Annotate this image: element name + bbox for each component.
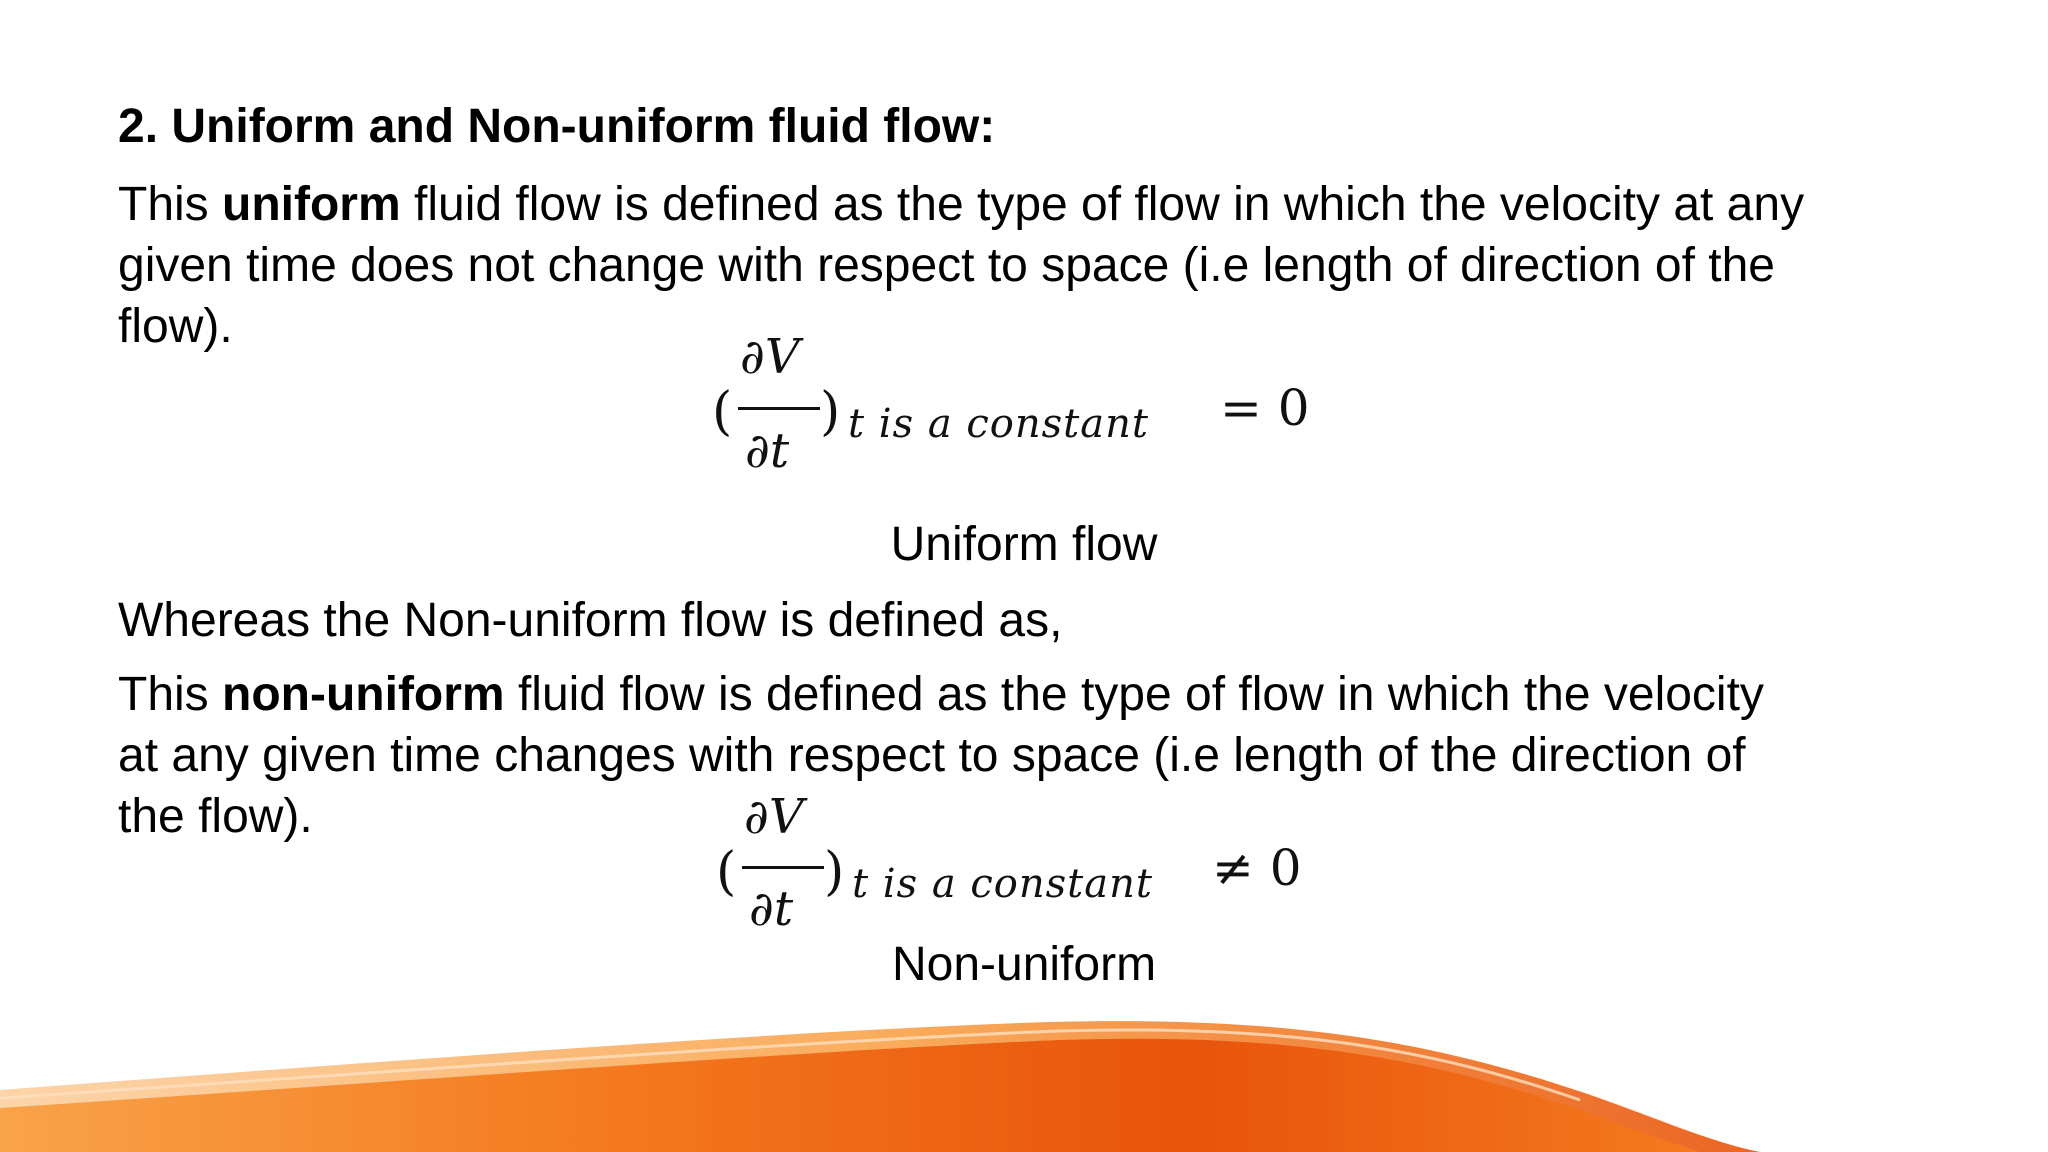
uniform-eq-denominator: ∂t [745, 423, 790, 479]
nonuniform-paragraph-line-2: at any given time changes with respect t… [118, 729, 1746, 782]
uniform-paragraph-line-2: given time does not change with respect … [118, 239, 1775, 292]
uniform-caption: Uniform flow [890, 518, 1158, 571]
wave-highlight-line [0, 1028, 1581, 1102]
nonuniform-paragraph-line-1: This non-uniform fluid flow is defined a… [118, 664, 1764, 725]
uniform-line1-pre: This [118, 178, 223, 231]
uniform-eq-numerator: ∂V [740, 329, 800, 385]
uniform-eq-open-paren: ( [712, 382, 733, 442]
nonuniform-eq-relation: ≠ 0 [1212, 839, 1302, 897]
uniform-eq-fraction-bar [738, 407, 820, 410]
nonuniform-term: non-uniform [222, 668, 505, 721]
wave-front-shape [0, 1038, 1700, 1152]
nonuniform-eq-subscript: t is a constant [852, 861, 1153, 907]
uniform-eq-relation: = 0 [1220, 379, 1310, 437]
uniform-paragraph-line-1: This uniform fluid flow is defined as th… [118, 174, 1804, 235]
nonuniform-eq-close-paren: ) [824, 842, 845, 902]
uniform-eq-close-paren: ) [820, 382, 841, 442]
section-heading: 2. Uniform and Non-uniform fluid flow: [118, 100, 996, 153]
nonuniform-eq-fraction-bar [742, 866, 824, 869]
uniform-line1-post: fluid flow is defined as the type of flo… [400, 178, 1805, 231]
whereas-line: Whereas the Non-uniform flow is defined … [118, 594, 1063, 647]
nonuniform-caption: Non-uniform [891, 938, 1157, 991]
uniform-eq-subscript: t is a constant [848, 401, 1149, 447]
uniform-term: uniform [222, 178, 401, 231]
nonuniform-eq-denominator: ∂t [749, 881, 794, 937]
uniform-paragraph-line-3: flow). [118, 300, 233, 353]
nonuniform-line1-pre: This [118, 668, 223, 721]
nonuniform-eq-open-paren: ( [716, 842, 737, 902]
nonuniform-line1-post: fluid flow is defined as the type of flo… [504, 668, 1764, 721]
nonuniform-paragraph-line-3: the flow). [118, 790, 313, 843]
nonuniform-eq-numerator: ∂V [744, 789, 804, 845]
